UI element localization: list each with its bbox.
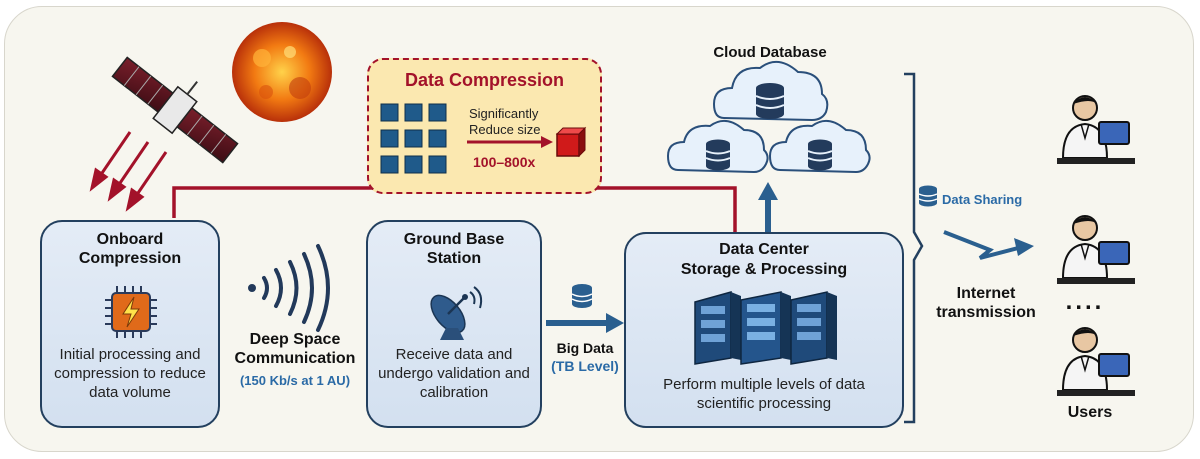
user-icon-2: [1057, 215, 1135, 284]
ground-description: Receive data and undergo validation and …: [378, 346, 530, 401]
cloud-title: Cloud Database: [713, 44, 827, 61]
sharing-database-icon: [918, 185, 938, 207]
cube-grid-icon: [380, 103, 587, 174]
users-label: Users: [1067, 404, 1113, 421]
data-center-box: [624, 232, 904, 428]
compression-ratio: 100–800x: [473, 154, 536, 170]
signal-icon: [248, 244, 330, 332]
database-icon: [571, 284, 593, 308]
cloud-icon-top: [712, 61, 829, 122]
cloud-icon-left: [666, 119, 769, 174]
satellite-dish-icon: [430, 286, 483, 340]
downlink-arrows: [89, 131, 168, 212]
data-compression-panel: Data Compression Significantly Reduce si…: [367, 58, 602, 194]
deep-space-title: Deep Space Communication: [234, 331, 356, 368]
transmission-arrow: [943, 230, 1034, 260]
compression-note: Significantly Reduce size: [469, 106, 541, 138]
user-icon-1: [1057, 95, 1135, 164]
internet-transmission-label: Internet transmission: [936, 285, 1036, 322]
onboard-description: Initial processing and compression to re…: [54, 346, 206, 401]
onboard-title: Onboard Compression: [78, 231, 182, 268]
user-icon-3: [1057, 327, 1135, 396]
upload-arrow: [758, 182, 778, 232]
data-center-description: Perform multiple levels of data scientif…: [663, 376, 865, 412]
deep-space-rate: (150 Kb/s at 1 AU): [239, 373, 351, 388]
server-rack-icon: [694, 291, 837, 365]
data-sharing-label: Data Sharing: [942, 192, 1023, 207]
sharing-brace: [904, 72, 924, 424]
compression-title: Data Compression: [404, 70, 565, 90]
big-data-level: (TB Level): [551, 358, 619, 374]
satellite-icon: [111, 56, 239, 164]
cloud-icon-right: [768, 119, 871, 174]
data-center-title-1: Data Center: [719, 241, 809, 258]
data-center-title-2: Storage & Processing: [680, 261, 848, 278]
chip-icon: [105, 286, 157, 338]
ground-title: Ground Base Station: [403, 231, 505, 268]
compressed-cube-icon: [555, 126, 587, 158]
big-data-arrow: [546, 313, 624, 333]
big-data-label: Big Data: [556, 340, 614, 356]
users-ellipsis: ....: [1065, 288, 1105, 315]
sun-icon: [232, 22, 332, 122]
